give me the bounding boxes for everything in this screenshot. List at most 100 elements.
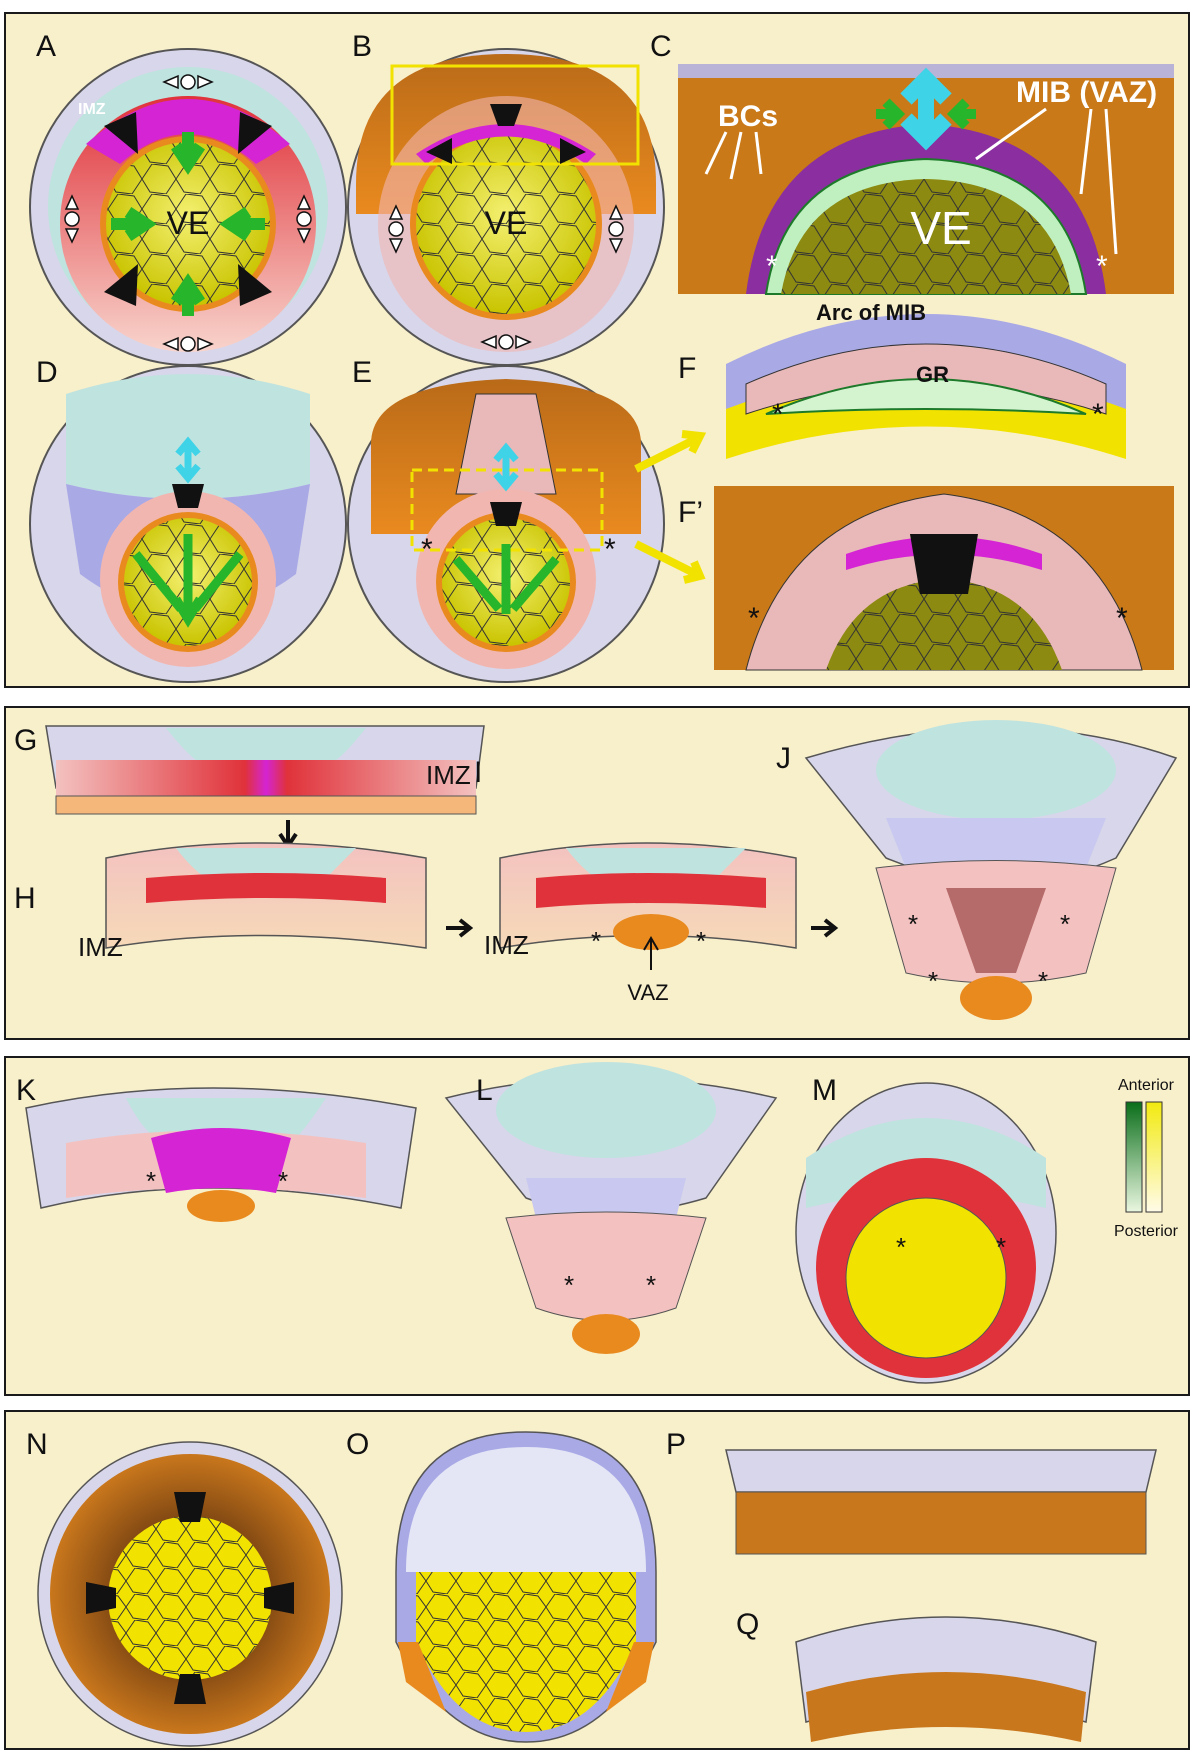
legend-anterior-label: Anterior [1118,1077,1175,1094]
panel-g: G IMZ [14,724,484,846]
asterisk-marker: * [564,1270,574,1300]
panel-label-l: L [476,1074,493,1107]
imz-body [506,1212,706,1321]
panel-m: M * * [796,1074,1056,1383]
asterisk-marker: * [591,926,601,956]
ap-gradient-legend: Anterior Posterior [1114,1077,1179,1240]
asterisk-marker: * [1096,250,1108,283]
panel-group-n-q: N O P Q [4,1410,1190,1750]
panel-label-q: Q [736,1608,759,1641]
asterisk-marker: * [421,533,433,566]
panel-o: O [346,1428,656,1742]
panel-group-k-m-svg: K * * L * * M * * Anterior Posterior [6,1058,1188,1394]
ve-label: VE [167,205,210,241]
panel-f-prime: F’ * * [678,486,1174,670]
panel-label-j: J [776,742,791,775]
imz-label: IMZ [484,930,529,960]
vaz-label: VAZ [627,980,668,1005]
asterisk-marker: * [766,250,778,283]
bcs-label: BCs [718,100,778,133]
asterisk-marker: * [1038,966,1048,996]
vegetal-endoderm [846,1198,1006,1358]
orange-pit [572,1314,640,1354]
panel-label-d: D [36,356,58,389]
panel-l: L * * [446,1062,776,1354]
panel-group-g-j: G IMZ H IMZ I IMZ * * VAZ J * * * * [4,706,1190,1040]
asterisk-marker: * [996,1232,1006,1262]
panel-j: J * * * * [776,720,1176,1020]
mib-vaz-label: MIB (VAZ) [1016,76,1157,109]
panel-label-n: N [26,1428,48,1461]
legend-green-bar [1126,1102,1142,1212]
imz-label: IMZ [426,760,471,790]
right-arrow-icon [811,920,835,936]
down-arrow-icon [280,820,296,846]
panel-group-g-j-svg: G IMZ H IMZ I IMZ * * VAZ J * * * * [6,708,1188,1038]
imz-label-a: IMZ [78,101,106,118]
gr-label: GR [916,362,949,387]
panel-a: A VE IMZ [30,30,346,365]
asterisk-marker: * [896,1232,906,1262]
animal-cap [166,728,366,760]
panel-d: D [30,356,346,682]
black-bottle-cell-icon [910,534,978,594]
panel-label-f: F [678,352,696,385]
imz-red-band [536,873,766,908]
panel-group-a-f-svg: A VE IMZ B VE [6,14,1188,686]
asterisk-marker: * [928,966,938,996]
animal-cap [876,720,1116,820]
panel-label-c: C [650,30,672,63]
panel-i: I IMZ * * VAZ [474,756,835,1005]
asterisk-marker: * [696,926,706,956]
orange-band [806,1672,1086,1742]
panel-label-e: E [352,356,372,389]
panel-label-i: I [474,756,482,789]
panel-label-a: A [36,30,56,63]
panel-b: B VE [348,30,664,365]
panel-label-f-prime: F’ [678,496,703,529]
imz-band [56,760,476,796]
panel-label-m: M [812,1074,837,1107]
arc-of-mib-label: Arc of MIB [816,300,926,325]
asterisk-marker: * [1116,602,1128,635]
orange-slab [736,1492,1146,1554]
panel-group-n-q-svg: N O P Q [6,1412,1188,1748]
right-arrow-icon [446,920,470,936]
legend-yellow-bar [1146,1102,1162,1212]
orange-pit [187,1190,255,1222]
yolk-cells [108,1516,272,1680]
imz-label: IMZ [78,932,123,962]
asterisk-marker: * [748,602,760,635]
panel-group-a-f: A VE IMZ B VE [4,12,1190,688]
panel-label-h: H [14,882,36,915]
panel-label-o: O [346,1428,369,1461]
asterisk-marker: * [646,1270,656,1300]
panel-h: H IMZ [14,843,470,962]
panel-q: Q [736,1608,1096,1742]
panel-label-k: K [16,1074,36,1107]
ve-label: VE [485,205,528,241]
panel-label-g: G [14,724,37,757]
panel-c: C BCs MIB (VAZ) VE * * [650,30,1174,294]
panel-group-k-m: K * * L * * M * * Anterior Posterior [4,1056,1190,1396]
asterisk-marker: * [908,909,918,939]
slab-top [726,1450,1156,1492]
animal-cap [496,1062,716,1158]
panel-f: F Arc of MIB GR * * [678,300,1126,459]
panel-p: P [666,1428,1156,1554]
legend-posterior-label: Posterior [1114,1223,1179,1240]
panel-e: E * * [348,356,700,682]
panel-k: K * * [16,1074,416,1222]
asterisk-marker: * [604,533,616,566]
panel-label-b: B [352,30,372,63]
asterisk-marker: * [1060,909,1070,939]
orange-band [56,796,476,814]
asterisk-marker: * [772,398,784,431]
magenta-zone [151,1128,291,1193]
panel-label-p: P [666,1428,686,1461]
asterisk-marker: * [1092,398,1104,431]
asterisk-marker: * [146,1166,156,1196]
ve-label: VE [910,202,971,254]
panel-n: N [26,1428,342,1746]
asterisk-marker: * [278,1166,288,1196]
